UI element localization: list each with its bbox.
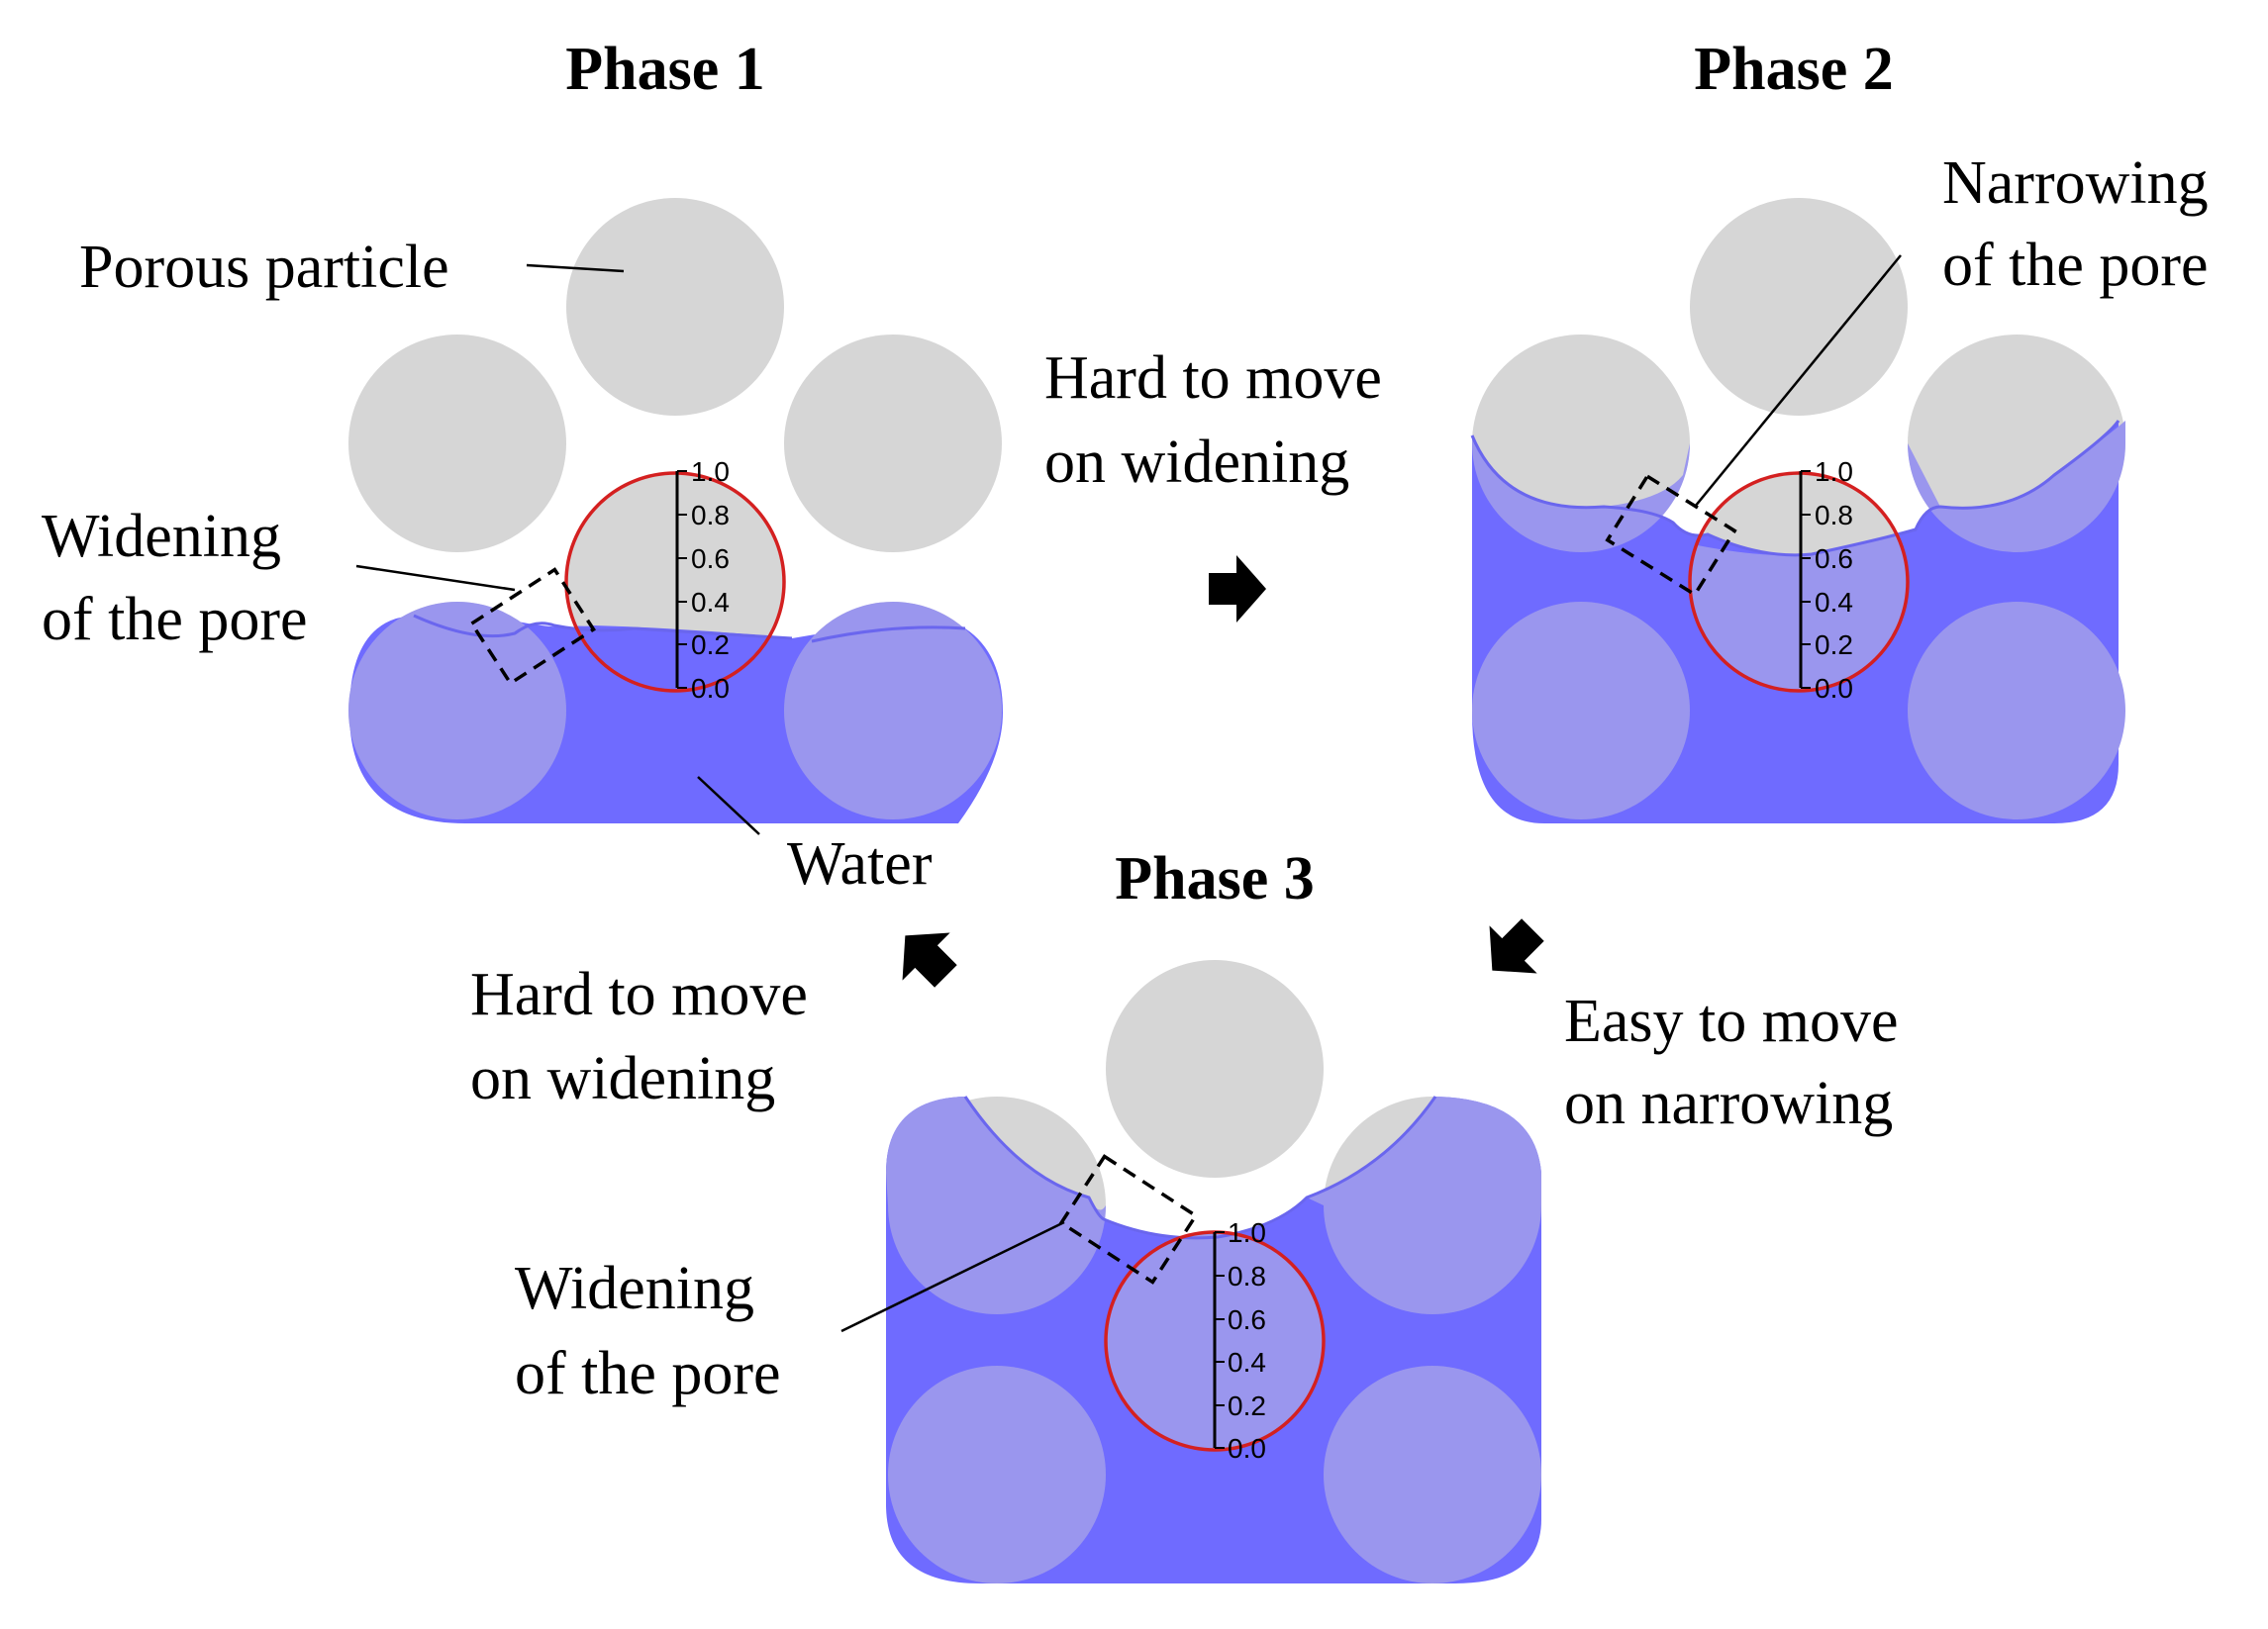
tick-label: 0.0 — [1228, 1433, 1266, 1464]
indicator-ring-p1 — [564, 471, 786, 693]
particle-p2-top — [1690, 198, 1908, 416]
wet-particle-p2-lower-left — [1472, 602, 1690, 819]
black-block-arrow-icon — [902, 932, 957, 988]
arrow-1-to-2-label-line1: Hard to move — [1044, 344, 1382, 412]
tick-label: 0.0 — [691, 673, 730, 704]
p3-widening-leader — [840, 1220, 1065, 1333]
tick-label: 0.0 — [1815, 673, 1853, 704]
p1-widening-leader — [355, 564, 516, 592]
particle-p3-top — [1106, 960, 1324, 1178]
black-block-arrow-icon — [1489, 918, 1544, 974]
tick-label: 0.8 — [1815, 500, 1853, 530]
phase-3-title: Phase 3 — [1115, 845, 1315, 912]
tick-label: 0.2 — [691, 629, 730, 660]
wet-particle-p3-lower-right — [1324, 1366, 1541, 1583]
arrow-3-to-1-label-line2: on widening — [470, 1045, 775, 1112]
arrow-3-to-1-label-line1: Hard to move — [470, 961, 808, 1028]
arrow-2-to-3-label-line2: on narrowing — [1564, 1070, 1893, 1137]
water-leader — [697, 776, 760, 835]
wet-particle-p1-left — [348, 602, 566, 819]
tick-label: 0.6 — [691, 543, 730, 574]
phase-1-panel: Phase 1 1.0 0.8 0.6 0.4 0.2 — [42, 36, 1003, 898]
wet-particle-p3-lower-left — [888, 1366, 1106, 1583]
wet-particle-p3-right — [1307, 1097, 1541, 1314]
tick-label: 0.8 — [1228, 1261, 1266, 1292]
wet-particle-p2-lower-right — [1908, 602, 2125, 819]
wet-particle-p2-left — [1472, 435, 1690, 552]
transition-2-to-3: Easy to move on narrowing — [1489, 918, 1899, 1137]
water-label: Water — [787, 830, 933, 898]
p1-widening-label-line2: of the pore — [42, 586, 308, 653]
wet-particle-p1-right — [784, 602, 1002, 819]
phase-2-title: Phase 2 — [1694, 36, 1894, 103]
pore-highlight-box-p1 — [469, 567, 596, 686]
wet-particle-p3-left — [886, 1097, 1106, 1314]
p3-widening-label-line2: of the pore — [515, 1340, 781, 1407]
tick-label: 0.4 — [1228, 1347, 1266, 1378]
porous-particle-leader — [526, 263, 625, 273]
particle-p1-top — [566, 198, 784, 416]
pore-highlight-box-p2 — [1605, 473, 1737, 598]
p2-narrowing-label-line2: of the pore — [1942, 232, 2209, 299]
tick-label: 0.2 — [1228, 1390, 1266, 1421]
tick-label: 0.4 — [691, 587, 730, 618]
black-block-arrow-icon — [1209, 555, 1266, 623]
tick-label: 1.0 — [1815, 456, 1853, 487]
phase-3-panel: Phase 3 1.0 0.8 0.6 0.4 0.2 0.0 Wide — [515, 845, 1541, 1583]
transition-3-to-1: Hard to move on widening — [470, 932, 957, 1112]
p1-widening-label-line1: Widening — [42, 503, 281, 570]
tick-label: 1.0 — [691, 456, 730, 487]
arrow-1-to-2-label-line2: on widening — [1044, 429, 1349, 496]
tick-label: 0.6 — [1815, 543, 1853, 574]
scale-bar-p2: 1.0 0.8 0.6 0.4 0.2 0.0 — [1799, 456, 1853, 704]
pore-highlight-box-p3 — [1058, 1154, 1199, 1285]
phase-1-title: Phase 1 — [565, 36, 765, 103]
particle-p1-left — [348, 335, 566, 552]
transition-1-to-2: Hard to move on widening — [1044, 344, 1382, 623]
phase-2-panel: Phase 2 1.0 0.8 0.6 0.4 0.2 0.0 — [1470, 36, 2209, 823]
scale-bar-p1: 1.0 0.8 0.6 0.4 0.2 0.0 — [675, 456, 730, 704]
indicator-ring-p2 — [1688, 471, 1910, 693]
p2-narrowing-leader — [1694, 254, 1902, 508]
wet-particle-p2-right — [1908, 421, 2125, 552]
p3-widening-label-line1: Widening — [515, 1255, 754, 1322]
scale-bar-p3: 1.0 0.8 0.6 0.4 0.2 0.0 — [1213, 1217, 1266, 1464]
particle-p1-right — [784, 335, 1002, 552]
p2-narrowing-label-line1: Narrowing — [1942, 149, 2209, 217]
tick-label: 0.4 — [1815, 587, 1853, 618]
tick-label: 0.2 — [1815, 629, 1853, 660]
tick-label: 0.6 — [1228, 1304, 1266, 1335]
tick-label: 0.8 — [691, 500, 730, 530]
tick-label: 1.0 — [1228, 1217, 1266, 1248]
arrow-2-to-3-label-line1: Easy to move — [1564, 988, 1899, 1055]
porous-particle-label: Porous particle — [79, 234, 449, 301]
